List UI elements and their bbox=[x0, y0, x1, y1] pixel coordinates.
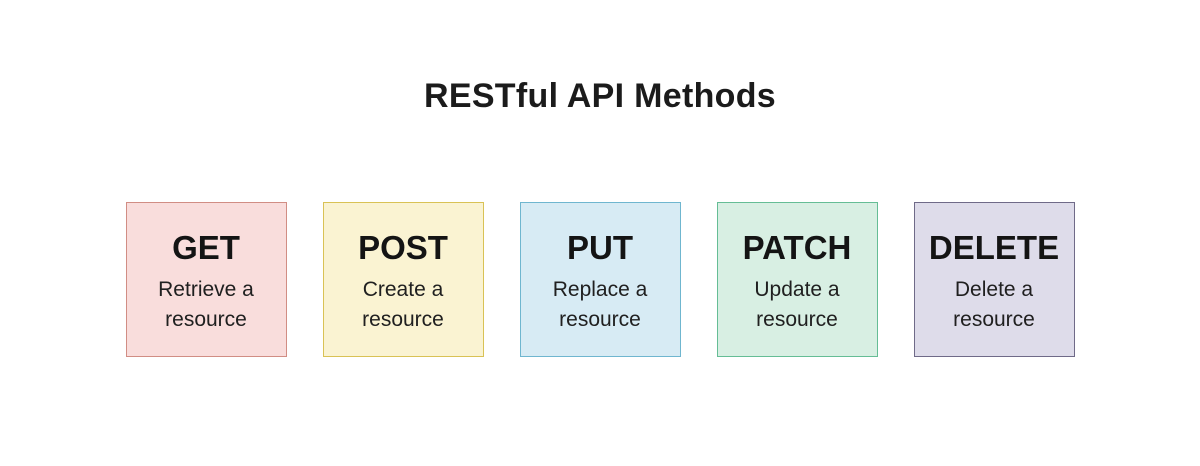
card-post: POST Create a resource bbox=[322, 202, 484, 357]
method-name-patch: PATCH bbox=[742, 229, 852, 266]
card-get: GET Retrieve a resource bbox=[125, 202, 287, 357]
method-name-post: POST bbox=[358, 229, 448, 266]
card-patch: PATCH Update a resource bbox=[716, 202, 878, 357]
card-put: PUT Replace a resource bbox=[519, 202, 681, 357]
method-name-put: PUT bbox=[567, 229, 633, 266]
card-delete: DELETE Delete a resource bbox=[913, 202, 1075, 357]
method-description-get: Retrieve a resource bbox=[158, 278, 254, 331]
method-description-put: Replace a resource bbox=[552, 278, 648, 331]
page-title: RESTful API Methods bbox=[424, 77, 776, 115]
method-cards-row: GET Retrieve a resource POST Create a re… bbox=[0, 202, 1200, 357]
method-description-delete: Delete a resource bbox=[953, 278, 1035, 331]
method-description-post: Create a resource bbox=[362, 278, 444, 331]
method-description-patch: Update a resource bbox=[754, 278, 840, 331]
method-name-get: GET bbox=[172, 229, 240, 266]
method-name-delete: DELETE bbox=[928, 229, 1060, 266]
